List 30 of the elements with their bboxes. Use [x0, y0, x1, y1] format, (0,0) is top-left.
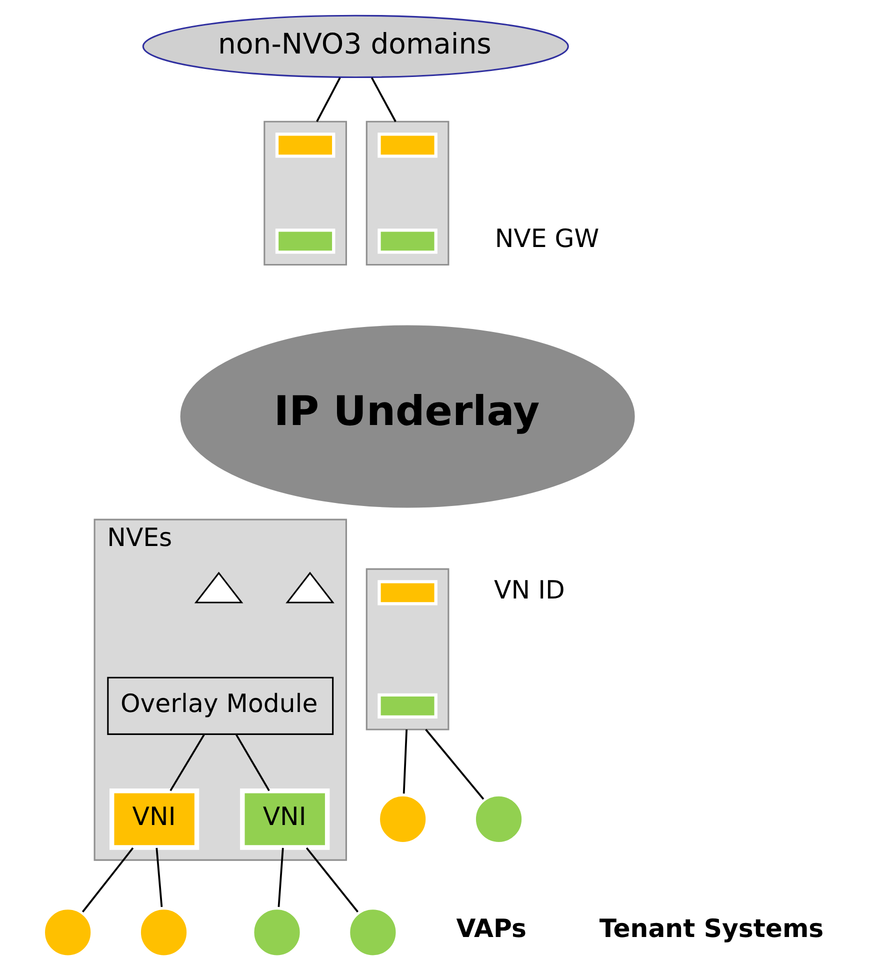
- node-box: [378, 580, 438, 605]
- connector: [370, 76, 396, 122]
- connector: [278, 847, 284, 906]
- connector: [170, 734, 205, 791]
- node-box: [378, 692, 438, 718]
- node-triangle: [194, 571, 244, 603]
- node-triangle: [286, 571, 334, 603]
- node-ellipse: non-NVO3 domains: [142, 14, 569, 78]
- connector: [306, 846, 358, 912]
- label: VN ID: [494, 575, 565, 604]
- node-box: VNI: [110, 788, 200, 850]
- connector: [236, 734, 270, 791]
- node-box: [275, 132, 336, 158]
- connector: [316, 76, 341, 122]
- connector: [402, 728, 408, 794]
- node-box: [378, 228, 438, 254]
- node-box: Overlay Module: [107, 676, 334, 735]
- cluster: [366, 568, 450, 730]
- cluster: [366, 120, 450, 266]
- label: VAPs: [456, 913, 527, 942]
- node-box: [378, 132, 438, 158]
- label: Tenant Systems: [599, 913, 824, 942]
- connector: [156, 847, 163, 906]
- cluster: [264, 120, 347, 266]
- connector: [82, 846, 134, 912]
- label: NVE GW: [494, 224, 600, 253]
- node-box: VNI: [240, 788, 330, 850]
- node-box: [275, 228, 336, 254]
- connector: [425, 728, 484, 800]
- node-ellipse: IP Underlay: [180, 324, 635, 508]
